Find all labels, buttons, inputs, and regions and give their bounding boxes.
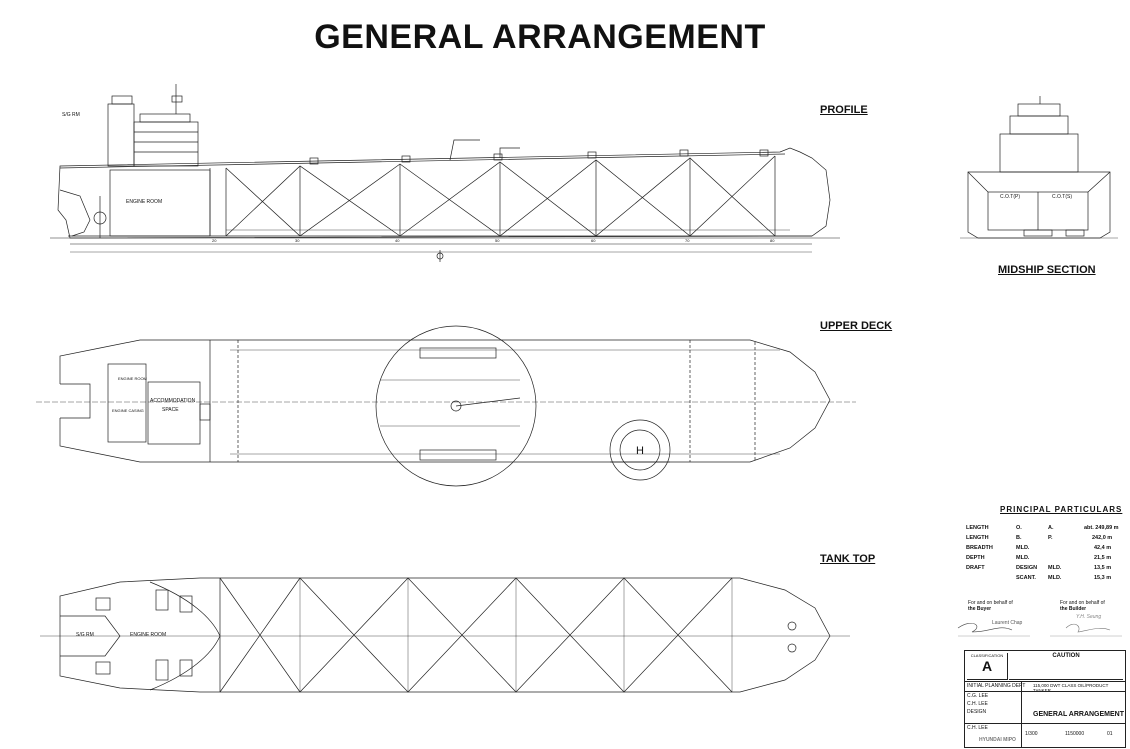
approved-text: C.G. LEE [967,693,989,699]
frame-20: 20 [212,238,217,243]
dwg-no-text: 1150000 [1065,731,1085,737]
cot-p-label: C.O.T(P) [1000,194,1020,200]
midship-section-label: MIDSHIP SECTION [998,264,1096,276]
scale-text: 1/300 [1025,731,1038,737]
helideck-label: H [636,445,644,457]
sig-rm-label: S/G RM [62,112,80,118]
midship-section-view [960,96,1118,239]
rev-text: 01 [1107,731,1113,737]
dept-text: INITIAL PLANNING DEPT [967,683,1026,689]
engine-casing-top-label: ENGINE ROOM [118,376,147,381]
cot-s-label: C.O.T(S) [1052,194,1072,200]
buyer-behalf-text: For and on behalf of [968,600,1013,606]
caution-cell: CAUTION [1009,653,1123,680]
frame-50: 50 [495,238,500,243]
classification-cell: CLASSIFICATION A [967,653,1008,680]
builder-signature-name: Y.H. Seung [1076,614,1102,620]
buyer-text: the Buyer [968,606,992,612]
frame-70: 70 [685,238,690,243]
frame-40: 40 [395,238,400,243]
upper-deck-view [36,325,856,487]
upper-deck-label: UPPER DECK [820,320,893,332]
page-title: GENERAL ARRANGEMENT [314,18,766,56]
buyer-signature-name: Laurent Chap [992,620,1023,626]
profile-view [50,84,840,262]
frame-30: 30 [295,238,300,243]
company-text: HYUNDAI MIPO [979,737,1016,743]
engine-room-label: ENGINE ROOM [126,199,162,205]
vessel-text: 115,000 DWT CLASS OIL/PRODUCT TANKER [1033,683,1109,693]
pp-row: SCANT.MLD.15,3 m [1016,575,1112,581]
accommodation-label: ACCOMMODATION [150,398,196,404]
builder-behalf-text: For and on behalf of [1060,600,1105,606]
tank-top-label: TANK TOP [820,553,876,565]
drawing-title-text: GENERAL ARRANGEMENT [1033,711,1125,718]
tank-top-view [40,577,850,693]
frame-60: 60 [591,238,596,243]
tank-top-engine-room-label: ENGINE ROOM [130,632,166,638]
checked-text: C.H. LEE [967,701,988,707]
frame-80: 80 [770,238,775,243]
principal-particulars-title: PRINCIPAL PARTICULARS [1000,505,1123,514]
drawn-text: C.H. LEE [967,725,988,731]
profile-label: PROFILE [820,104,868,116]
space-label: SPACE [162,407,179,413]
builder-text: the Builder [1060,606,1087,612]
title-block: CLASSIFICATION A CAUTION INITIAL PLANNIN… [964,650,1126,748]
engine-casing-label: ENGINE CASING [112,408,144,413]
design-text: DESIGN [967,709,987,715]
tank-top-sig-rm-label: S/G RM [76,632,94,638]
